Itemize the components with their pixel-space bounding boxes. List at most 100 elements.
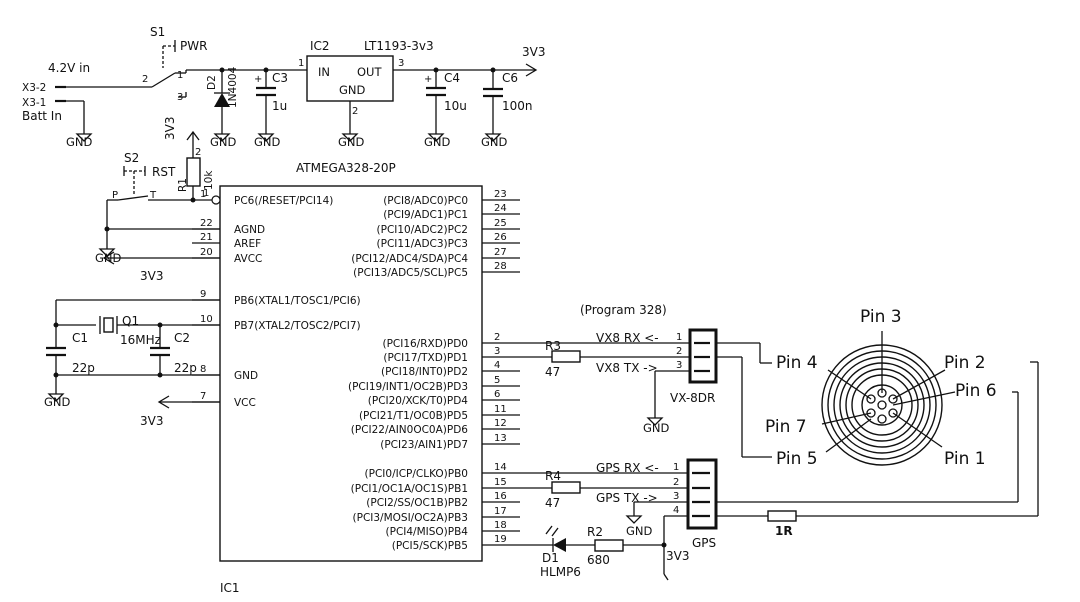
gps-rx-label: GPS RX <- [596,461,659,475]
c6-value: 100n [502,99,533,113]
capacitor-c6: C6 100n GND [481,70,533,149]
program-label: (Program 328) [580,303,667,317]
mcu-pin-number: 11 [494,404,507,415]
s2-pin-t: T [149,190,157,201]
mcu-pin-number: 22 [200,218,213,229]
gps-pin-1: 1 [673,462,679,473]
avcc-v33-label: 3V3 [140,269,163,283]
r1-label: R1 [177,178,189,192]
capacitor-c4: C4 10u + GND [424,70,467,149]
power-input: 4.2V in X3-2 X3-1 Batt In GND [22,61,152,149]
mcu-pin-number: 25 [494,218,507,229]
c1-value: 22p [72,361,95,375]
c3-value: 1u [272,99,287,113]
r1-value: 10k [203,170,215,190]
r3-value: 47 [545,365,560,379]
d2-value: 1N4004 [227,66,239,108]
mcu-pin-name: AREF [234,238,261,250]
resistor-1r: 1R [716,361,1039,538]
mcu-pin-number: 8 [200,364,206,375]
mcu-pin-number: 16 [494,491,507,502]
q1-label: Q1 [122,314,139,328]
r4-value: 47 [545,496,560,510]
mcu-pin-number: 28 [494,261,507,272]
vx8-pin-1: 1 [676,332,682,343]
mcu-pin-name: (PCI18/INT0)PD2 [381,366,468,378]
mcu-pin-name: (PCI21/T1/OC0B)PD5 [359,410,468,422]
rst-label: RST [152,165,176,179]
pin-3-label: Pin 3 [860,307,902,327]
mcu-pin-name: (PCI16/RXD)PD0 [382,338,468,350]
c3-label: C3 [272,71,288,85]
ic2-pin-1: 1 [298,58,304,69]
mcu-pin-number: 27 [494,247,507,258]
mcu-pin-name: (PCI2/SS/OC1B)PB2 [366,497,468,509]
vx8-connector: (Program 328) VX8 RX <- VX8 TX -> R3 47 … [520,303,718,435]
mcu-pin-name: AVCC [234,253,262,265]
c4-label: C4 [444,71,460,85]
mcu-pin-name: (PCI20/XCK/T0)PD4 [368,395,469,407]
ic2-gnd-label: GND [339,83,366,97]
mcu-pin-name: (PCI12/ADC4/SDA)PC4 [351,253,468,265]
mcu-pin-name: (PCI4/MISO)PB4 [386,526,469,538]
mcu-part-label: ATMEGA328-20P [296,161,396,175]
mcu-pin-name: (PCI10/ADC2)PC2 [377,224,468,236]
ic2-pin-3: 3 [398,58,404,69]
mcu-pin-name: (PCI19/INT1/OC2B)PD3 [348,381,468,393]
mcu-pin-name: (PCI23/AIN1)PD7 [380,439,468,451]
mcu-pin-number: 14 [494,462,507,473]
s1-label: S1 [150,25,165,39]
ic2-in-label: IN [318,65,330,79]
ground-label: GND [210,135,237,149]
mcu-pin-name: (PCI1/OC1A/OC1S)PB1 [351,483,468,495]
ground-label: GND [643,421,670,435]
mcu-pin-number: 3 [494,346,500,357]
vcc-v33-label: 3V3 [140,414,163,428]
ic1-label: IC1 [220,581,240,595]
mcu-right-pins: 23(PCI8/ADC0)PC024(PCI9/ADC1)PC125(PCI10… [348,189,520,552]
r2-label: R2 [587,525,603,539]
r4-label: R4 [545,469,561,483]
c1-label: C1 [72,331,88,345]
ground-label: GND [424,135,451,149]
r1-pin-2: 2 [195,147,201,158]
ic2-out-label: OUT [357,65,382,79]
mcu-pin-number: 9 [200,289,206,300]
ic2-label: IC2 [310,39,330,53]
ground-label: GND [338,135,365,149]
mcu-pin-name: PB6(XTAL1/TOSC1/PCI6) [234,295,361,307]
input-voltage-label: 4.2V in [48,61,90,75]
regulator-ic2: IC2 LT1193-3v3 1 3 2 IN OUT GND GND [298,39,434,149]
vx8dr-label: VX-8DR [670,391,715,405]
q1-value: 16MHz [120,333,161,347]
connector-x3-2-label: X3-2 [22,82,46,94]
pin-7-label: Pin 7 [765,417,807,437]
mcu-pin-number: 19 [494,534,507,545]
svg-text:+: + [254,74,262,85]
vx8-pin-2: 2 [676,346,682,357]
svg-text:+: + [424,74,432,85]
mcu-pin-name: (PCI17/TXD)PD1 [383,352,468,364]
mcu-pin-name: (PCI22/AIN0OC0A)PD6 [351,424,469,436]
mcu-left-pins: 1PC6(/RESET/PCI14)22AGND21AREF20AVCC9PB6… [192,189,361,409]
diode-d2: D2 1N4004 GND [206,66,239,149]
gps-tx-label: GPS TX -> [596,491,658,505]
mcu-pin-number: 26 [494,232,507,243]
capacitor-c3: C3 1u + GND [254,70,288,149]
gps-connector: GPS RX <- GPS TX -> R4 47 GND 3V3 1 2 3 … [520,458,718,581]
ground-label: GND [254,135,281,149]
pin-1-label: Pin 1 [944,449,986,469]
mcu-pin-name: (PCI3/MOSI/OC2A)PB3 [353,512,468,524]
gps-pin-4: 4 [673,505,679,516]
ic2-pin-2: 2 [352,106,358,117]
mcu-pin-number: 24 [494,203,507,214]
gps-pin-2: 2 [673,477,679,488]
mcu-pin-name: PB7(XTAL2/TOSC2/PCI7) [234,320,361,332]
mcu-pin-number: 12 [494,418,507,429]
mcu-pin-number: 17 [494,506,507,517]
mcu-pin-number: 4 [494,360,500,371]
mcu-pin-name: (PCI8/ADC0)PC0 [383,195,468,207]
gps-pin-3: 3 [673,491,679,502]
r1r-label: 1R [775,524,793,538]
